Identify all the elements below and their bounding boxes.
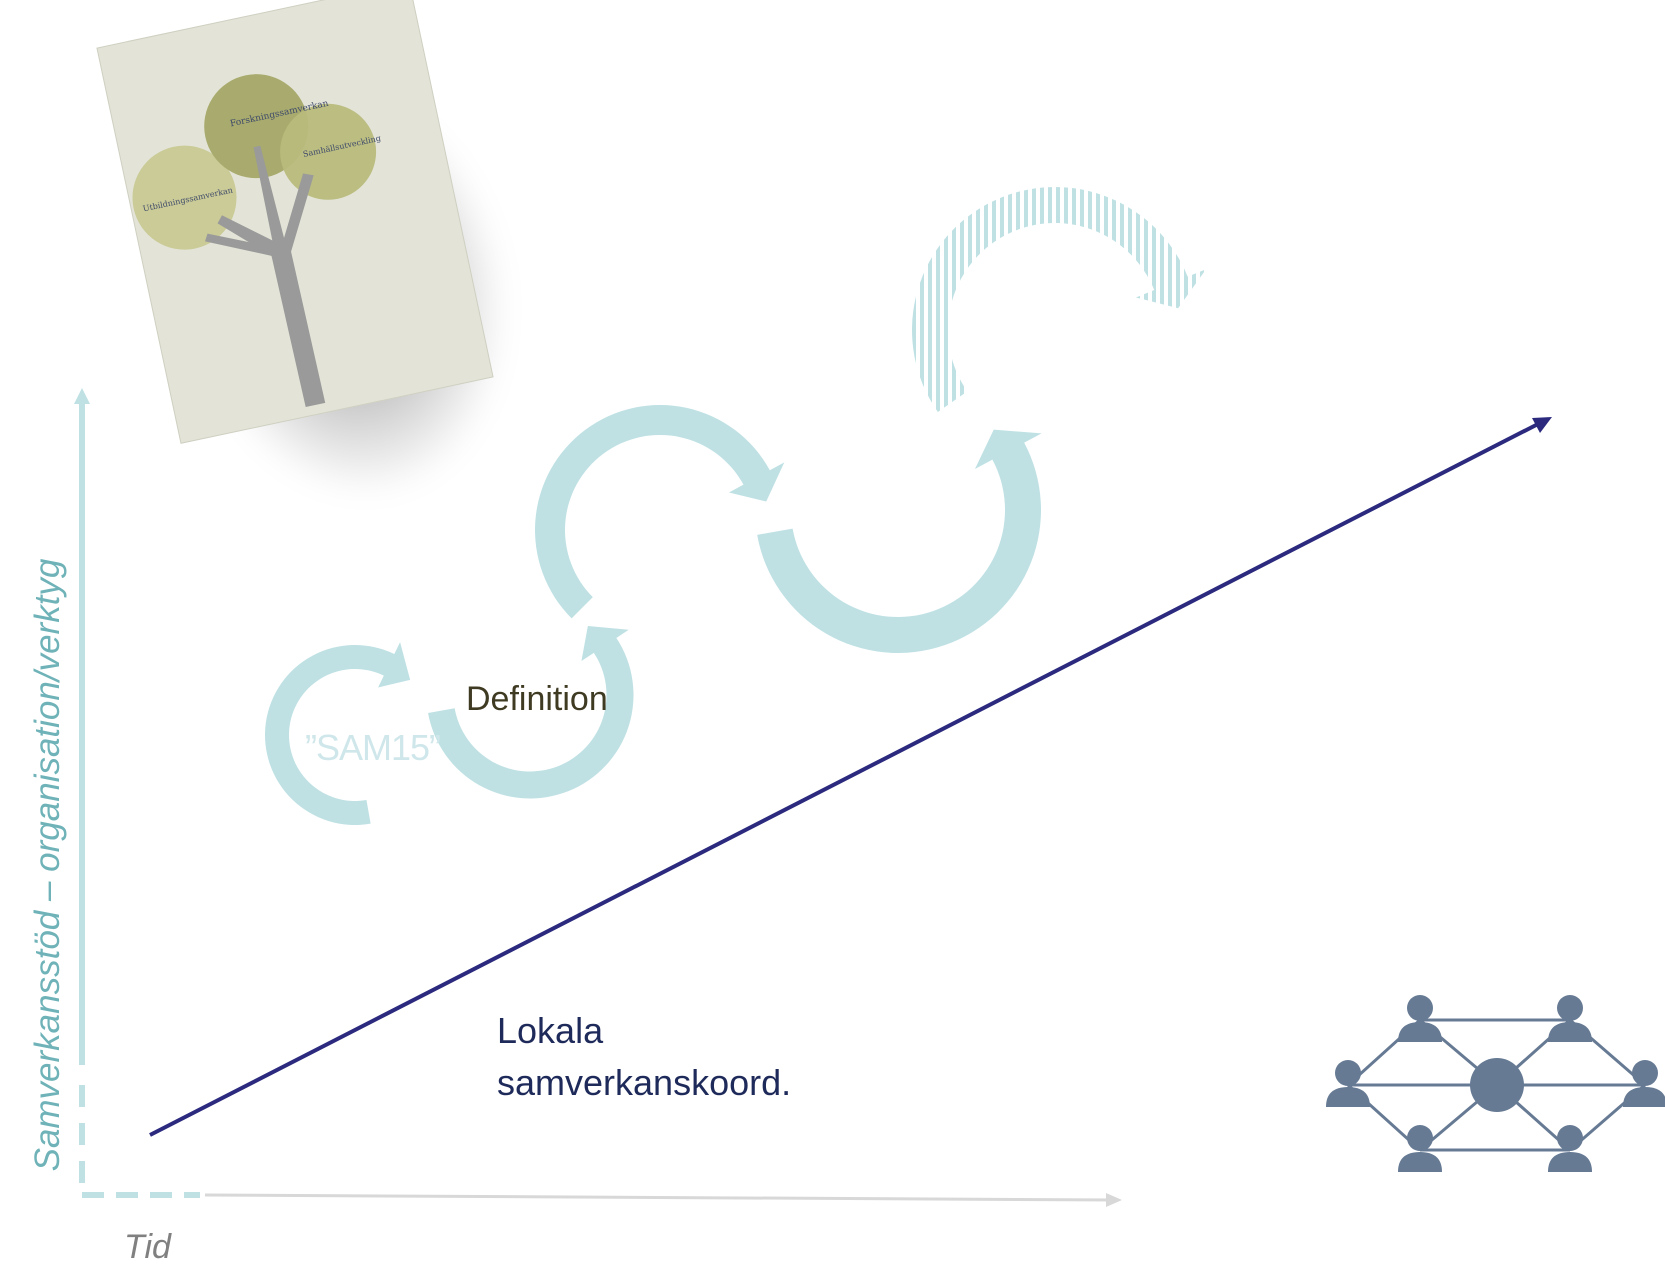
- network-center-node: [1470, 1058, 1524, 1112]
- cycle-arrows: [265, 187, 1207, 825]
- y-axis-arrowhead: [74, 388, 90, 404]
- y-axis: [74, 388, 90, 1195]
- network-person-icon: [1398, 995, 1442, 1042]
- people-network-icon: [1326, 995, 1665, 1172]
- x-axis: [82, 1192, 1122, 1207]
- book-cover-tree-icon: Forskningssamverkan Samhällsutveckling U…: [95, 0, 495, 446]
- network-person-icon: [1548, 1125, 1592, 1172]
- trend-arrow: [149, 417, 1552, 1137]
- cycle-arrow-4: [757, 429, 1042, 653]
- y-axis-label: Samverkansstöd – organisation/verktyg: [28, 558, 67, 1172]
- trend-arrowhead: [1532, 417, 1552, 433]
- cycle-arrow-3: [535, 405, 785, 619]
- cycle-arrow-2: [428, 626, 634, 799]
- cycle-arrow-5-striped: [912, 187, 1207, 413]
- network-person-icon: [1326, 1060, 1370, 1107]
- x-axis-arrowhead: [1106, 1193, 1122, 1207]
- definition-label: Definition: [466, 680, 608, 718]
- network-person-icon: [1398, 1125, 1442, 1172]
- network-person-icon: [1623, 1060, 1665, 1107]
- network-person-icon: [1548, 995, 1592, 1042]
- x-axis-label: Tid: [124, 1228, 171, 1266]
- cycle-arrow-1: [265, 642, 411, 825]
- lokala-label: Lokala samverkanskoord.: [497, 1010, 792, 1103]
- sam15-label: ”SAM15”: [305, 727, 441, 768]
